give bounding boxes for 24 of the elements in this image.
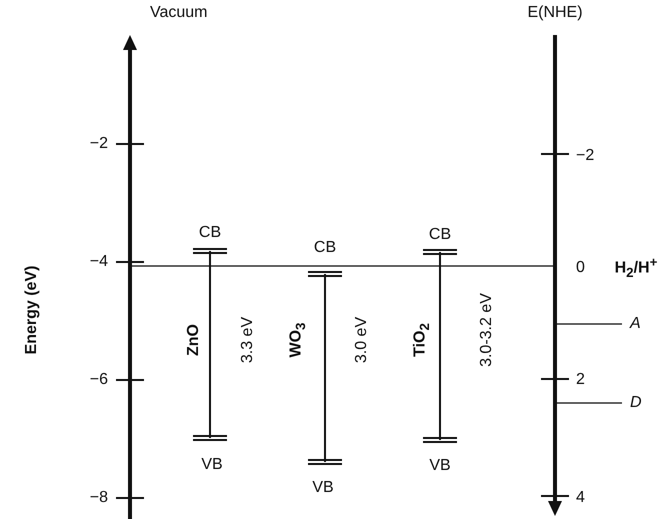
- material-label: ZnO: [185, 324, 203, 356]
- axis-title: Energy (eV): [23, 266, 41, 354]
- level-label: A: [630, 315, 641, 333]
- tick-label: 2: [576, 371, 585, 389]
- tick-label: −2: [576, 147, 594, 165]
- tick-label: −6: [90, 371, 108, 389]
- band-label: VB: [429, 457, 451, 475]
- band-label: VB: [312, 479, 334, 497]
- tick-label: 0: [576, 259, 585, 277]
- gap-label: 3.0-3.2 eV: [478, 293, 496, 367]
- axis-title: E(NHE): [527, 4, 583, 22]
- axis-title: Vacuum: [150, 4, 208, 22]
- tick-label: −8: [90, 489, 108, 507]
- tick-label: −4: [90, 253, 108, 271]
- band-label: CB: [198, 224, 222, 242]
- band-label: CB: [428, 226, 452, 244]
- band-label: CB: [314, 239, 336, 257]
- gap-label: 3.3 eV: [239, 316, 257, 364]
- tick-label: −2: [90, 135, 108, 153]
- level-label: H$_{2}$/H$^{+}$: [614, 255, 658, 281]
- band-label: VB: [201, 456, 223, 474]
- tick-label: 4: [576, 489, 585, 507]
- gap-label: 3.0 eV: [353, 316, 371, 364]
- level-label: D: [630, 394, 642, 412]
